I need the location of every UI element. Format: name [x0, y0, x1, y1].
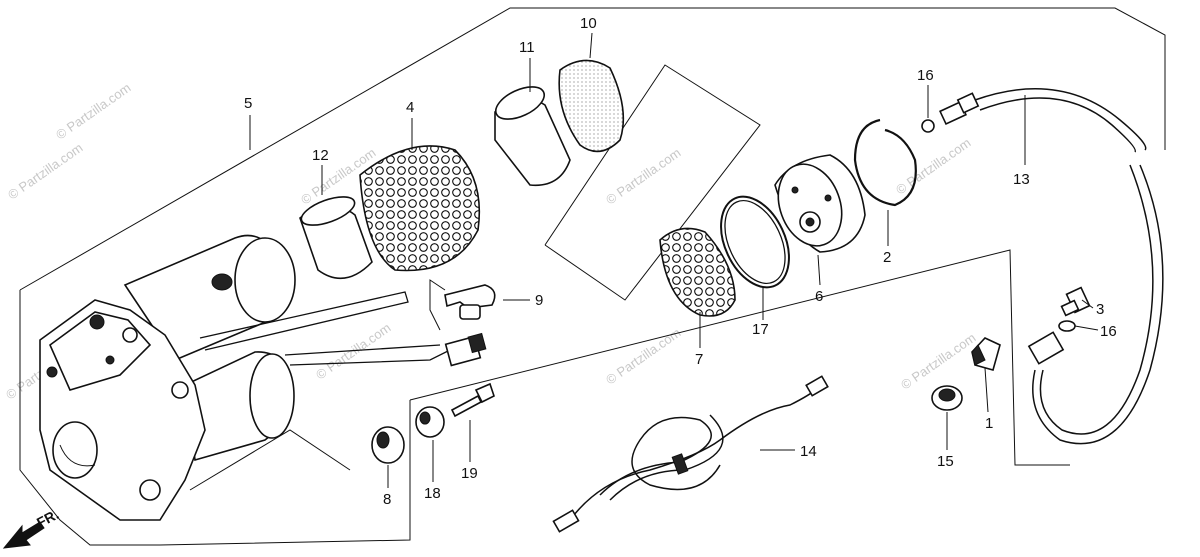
- callout-18: 18: [424, 485, 441, 502]
- part-7-screen: [659, 227, 736, 317]
- group-outline: [19, 7, 1166, 291]
- part-11-disc: [494, 86, 571, 187]
- callout-8: 8: [383, 491, 391, 508]
- group-outline: [19, 290, 411, 546]
- part-10-disc: [558, 59, 625, 153]
- watermark-text: © Partzilla.com: [5, 140, 85, 203]
- callout-16-right: 16: [1100, 323, 1117, 340]
- callout-2: 2: [883, 249, 891, 266]
- part-18-collar: [415, 406, 445, 438]
- part-8-grommet: [371, 426, 405, 464]
- callout-14: 14: [800, 443, 817, 460]
- part-6-case: [774, 154, 866, 253]
- callout-12: 12: [312, 147, 329, 164]
- callout-19: 19: [461, 465, 478, 482]
- part-19-bolt: [450, 382, 495, 418]
- callout-16-top: 16: [917, 67, 934, 84]
- part-2-clip: [853, 118, 917, 207]
- callout-10: 10: [580, 15, 597, 32]
- part-14-cable: [552, 375, 829, 533]
- callout-5: 5: [244, 95, 252, 112]
- watermark-text: © Partzilla.com: [603, 145, 683, 208]
- part-13-hose: [939, 88, 1164, 445]
- front-direction-arrow: FR.: [2, 506, 61, 549]
- starter-motor: [39, 234, 487, 521]
- watermark-text: © Partzilla.com: [898, 330, 978, 393]
- part-17-o-ring-inner: [724, 199, 786, 285]
- callout-17: 17: [752, 321, 769, 338]
- callout-labels: 5 4 12 11 10 16 13 2 6 17 7 9 3 16 1 15 …: [244, 15, 1117, 508]
- part-17-o-ring: [720, 195, 790, 289]
- part-1-rubber: [971, 337, 1001, 371]
- part-16-washer-right: [1058, 320, 1076, 332]
- callout-15: 15: [937, 453, 954, 470]
- callout-13: 13: [1013, 171, 1030, 188]
- callout-1: 1: [985, 415, 993, 432]
- callout-9: 9: [535, 292, 543, 309]
- part-4-perforated-element: [359, 145, 481, 272]
- part-15-grommet: [931, 385, 963, 411]
- callout-3: 3: [1096, 301, 1104, 318]
- callout-4: 4: [406, 99, 414, 116]
- filter-frame: [544, 64, 761, 301]
- leader-lines: [189, 32, 1099, 491]
- part-16-washer: [921, 119, 935, 133]
- callout-11: 11: [519, 39, 535, 56]
- callout-6: 6: [815, 288, 823, 305]
- callout-7: 7: [695, 351, 703, 368]
- watermark-text: © Partzilla.com: [53, 80, 133, 143]
- part-3-fitting: [1060, 286, 1091, 317]
- part-12-cap: [299, 196, 373, 280]
- part-9-hose: [444, 284, 496, 320]
- group-outline: [409, 249, 1070, 466]
